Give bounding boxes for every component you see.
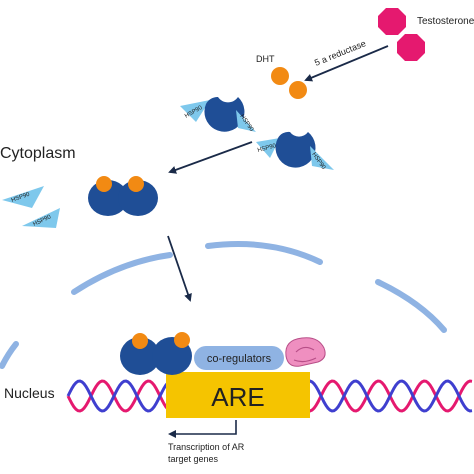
testosterone-molecule [378, 8, 406, 35]
transcription-label: target genes [168, 454, 219, 464]
transcription-arrow [168, 420, 237, 438]
ar-dimer-nucleus [120, 332, 192, 375]
are-box [166, 372, 310, 418]
coregulators-label: co-regulators [207, 353, 272, 365]
coregulators-pill [194, 346, 284, 370]
transcription-label: Transcription of AR [168, 442, 245, 452]
coactivator-protein [285, 337, 326, 367]
dht-molecule [289, 81, 307, 99]
testosterone-label: Testosterone [417, 16, 474, 27]
free-hsp90: HSP90 [2, 186, 44, 208]
ar-hsp90-complex: HSP90 HSP90 [180, 96, 256, 133]
activation-arrow [168, 141, 253, 174]
are-label: ARE [211, 382, 264, 412]
nuclear-membrane [0, 241, 447, 369]
free-hsp90: HSP90 [22, 208, 60, 228]
dht-molecule [271, 67, 289, 85]
ar-dimer-cytoplasm [88, 176, 158, 216]
enzyme-label: 5 a reductase [313, 38, 367, 68]
dht-label: DHT [256, 54, 275, 64]
conversion-arrow [304, 45, 389, 82]
ar-hsp90-complex: HSP90 HSP90 [256, 131, 334, 171]
translocation-arrow [167, 235, 192, 302]
svg-text:HSP90: HSP90 [257, 143, 278, 154]
nucleus-label: Nucleus [4, 385, 55, 401]
cytoplasm-label: Cytoplasm [0, 145, 76, 162]
testosterone-molecule [397, 34, 425, 61]
